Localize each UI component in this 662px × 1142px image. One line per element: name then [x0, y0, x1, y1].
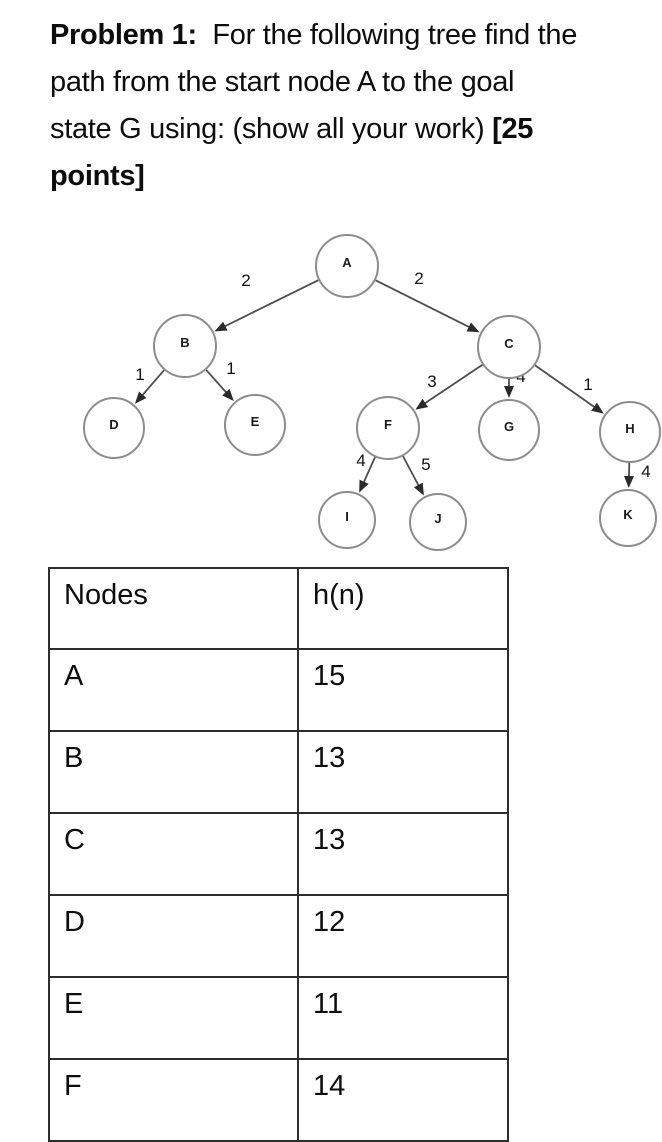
node-cell-B: B — [48, 730, 299, 814]
tree-node-E: E — [224, 394, 286, 456]
edge-weight-A-B: 2 — [241, 271, 250, 290]
table-header-hn: h(n) — [297, 567, 509, 650]
tree-node-B: B — [153, 314, 217, 378]
node-circle-K — [599, 489, 657, 547]
edge-weight-F-I: 4 — [356, 451, 365, 470]
node-label-D: D — [109, 417, 118, 432]
node-label-J: J — [434, 511, 441, 526]
edge-weight-A-C: 2 — [414, 269, 423, 288]
tree-node-J: J — [409, 493, 467, 551]
node-cell-E: E — [48, 976, 299, 1060]
problem-statement: Problem 1: For the following tree find t… — [50, 12, 662, 200]
node-circle-A — [315, 234, 379, 298]
edge-weight-C-F: 3 — [427, 372, 436, 391]
tree-edge-F-I — [359, 456, 376, 493]
edge-weight-F-J: 5 — [421, 455, 430, 474]
problem-text-bold: Problem 1: — [50, 19, 197, 51]
node-label-I: I — [345, 509, 349, 524]
problem-text: For the following tree find the — [196, 19, 578, 51]
hn-cell-E: 11 — [297, 976, 509, 1060]
edge-weight-B-E: 1 — [226, 359, 235, 378]
hn-cell-B: 13 — [297, 730, 509, 814]
tree-edge-B-E — [205, 369, 234, 402]
table-header-nodes: Nodes — [48, 567, 299, 650]
tree-node-C: C — [477, 315, 541, 379]
node-circle-D — [83, 397, 145, 459]
tree-edge-C-F — [415, 364, 483, 410]
tree-edge-B-D — [134, 369, 165, 404]
tree-edge-F-J — [402, 455, 424, 496]
problem-line-4: points] — [50, 153, 662, 200]
node-circle-I — [318, 491, 376, 549]
tree-node-K: K — [599, 489, 657, 547]
node-label-G: G — [504, 419, 514, 434]
node-label-E: E — [251, 414, 260, 429]
node-circle-C — [477, 315, 541, 379]
tree-node-F: F — [356, 396, 420, 460]
node-label-F: F — [384, 417, 392, 432]
problem-text-bold: [25 — [492, 113, 534, 145]
node-cell-C: C — [48, 812, 299, 896]
tree-edge-A-C — [375, 279, 480, 333]
problem-line-1: Problem 1: For the following tree find t… — [50, 12, 662, 59]
node-circle-F — [356, 396, 420, 460]
hn-cell-A: 15 — [297, 648, 509, 732]
tree-edge-H-K — [623, 462, 634, 489]
problem-text: state G using: (show all your work) — [50, 113, 493, 145]
problem-text: path from the start node A to the goal — [50, 66, 515, 98]
tree-node-A: A — [315, 234, 379, 298]
edge-weight-B-D: 1 — [135, 365, 144, 384]
node-circle-B — [153, 314, 217, 378]
node-label-C: C — [504, 336, 514, 351]
node-cell-F: F — [48, 1058, 299, 1142]
node-circle-E — [224, 394, 286, 456]
tree-diagram: 2211341454ABCDEFGHIJK — [83, 234, 661, 551]
problem-text-bold: points] — [50, 160, 145, 192]
hn-cell-F: 14 — [297, 1058, 509, 1142]
node-circle-G — [478, 399, 540, 461]
edge-weight-H-K: 4 — [641, 462, 650, 481]
tree-node-G: G — [478, 399, 540, 461]
tree-edge-A-B — [214, 279, 319, 332]
node-label-B: B — [180, 335, 189, 350]
hn-cell-C: 13 — [297, 812, 509, 896]
tree-node-I: I — [318, 491, 376, 549]
node-label-K: K — [623, 507, 633, 522]
problem-line-3: state G using: (show all your work) [25 — [50, 106, 662, 153]
node-cell-D: D — [48, 894, 299, 978]
node-cell-A: A — [48, 648, 299, 732]
hn-cell-D: 12 — [297, 894, 509, 978]
edge-weight-C-H: 1 — [583, 375, 592, 394]
node-label-H: H — [625, 421, 634, 436]
node-circle-H — [599, 401, 661, 463]
node-circle-J — [409, 493, 467, 551]
tree-node-D: D — [83, 397, 145, 459]
tree-edge-C-H — [534, 364, 604, 414]
problem-line-2: path from the start node A to the goal — [50, 59, 662, 106]
node-label-A: A — [342, 255, 352, 270]
tree-node-H: H — [599, 401, 661, 463]
